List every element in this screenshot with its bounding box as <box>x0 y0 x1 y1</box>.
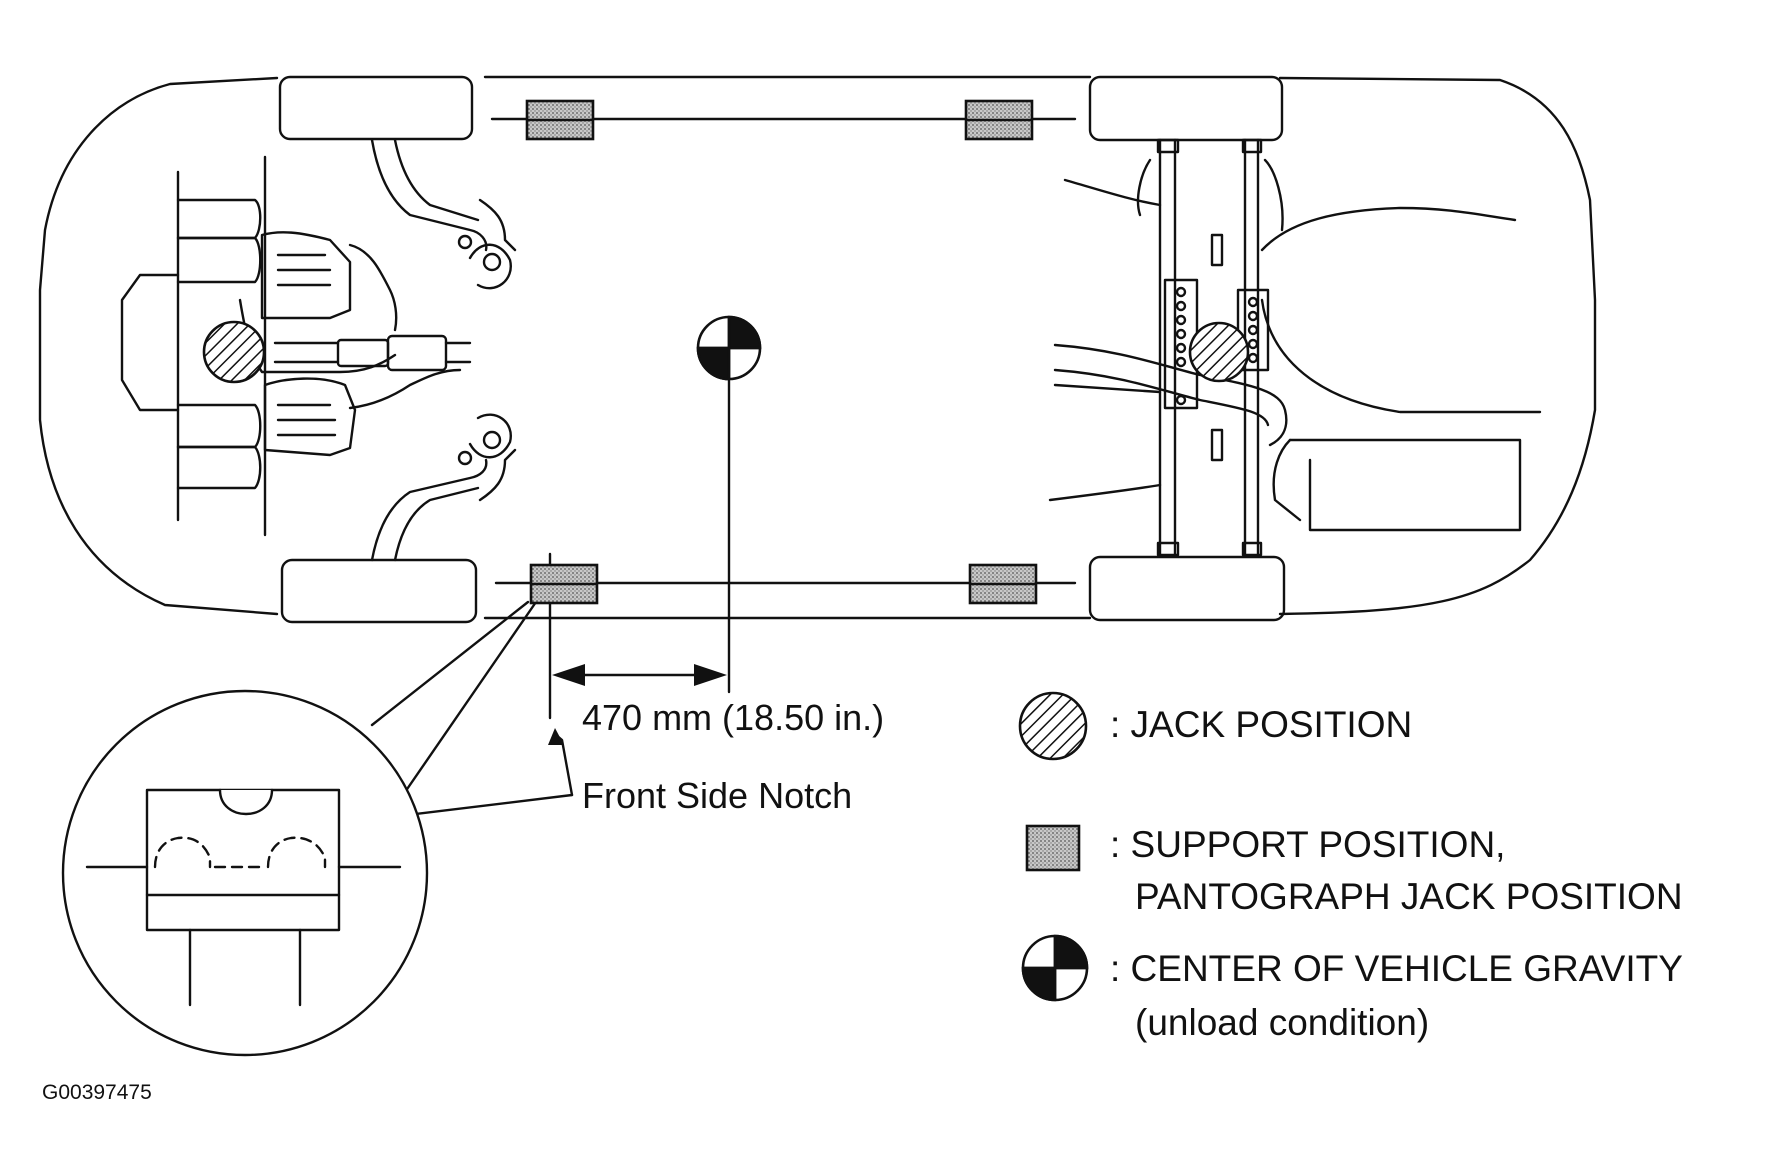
wheels <box>278 75 1286 624</box>
support-position-symbol <box>1025 824 1081 872</box>
center-of-gravity-symbol <box>1021 934 1089 1002</box>
legend-jack-label: : JACK POSITION <box>1110 704 1413 745</box>
front-right-wheel <box>280 558 478 624</box>
legend-symbols <box>1018 691 1089 1002</box>
jack-position-symbol <box>1018 691 1088 761</box>
rocker-lines <box>490 117 1077 585</box>
rear-right-wheel <box>1088 555 1286 622</box>
dimension-label: 470 mm (18.50 in.) <box>582 697 885 738</box>
front-side-notch-label: Front Side Notch <box>582 775 853 816</box>
dimension-470mm <box>548 360 731 720</box>
jack-position-markers <box>202 320 1250 384</box>
legend-gravity-label-line2: (unload condition) <box>1135 1002 1430 1043</box>
support-position-markers <box>525 99 1038 605</box>
center-of-gravity-marker <box>696 315 762 381</box>
rear-jack-position <box>1188 321 1250 383</box>
legend-gravity-label-line1: : CENTER OF VEHICLE GRAVITY <box>1110 948 1683 989</box>
vehicle-body-outline <box>38 75 1597 620</box>
rear-axle-detail <box>1048 138 1542 557</box>
front-left-wheel <box>278 75 474 141</box>
legend-support-label-line1: : SUPPORT POSITION, <box>1110 824 1506 865</box>
front-suspension-engine-detail <box>120 138 517 562</box>
notch-magnifier <box>61 600 538 1057</box>
dimension-arrow-left <box>552 664 585 686</box>
legend-support-label-line2: PANTOGRAPH JACK POSITION <box>1135 876 1683 917</box>
rear-left-wheel <box>1088 75 1284 142</box>
front-jack-position <box>202 320 266 384</box>
figure-id: G00397475 <box>42 1081 152 1104</box>
dimension-arrow-right <box>694 664 727 686</box>
